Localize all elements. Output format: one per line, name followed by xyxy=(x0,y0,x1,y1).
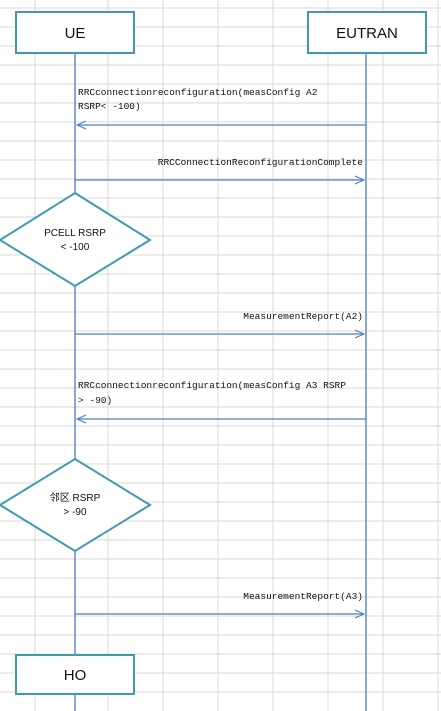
message-label: > -90) xyxy=(78,395,112,406)
ue-participant-box: UE xyxy=(15,11,135,54)
decision-pcell-rsrp: PCELL RSRP < -100 xyxy=(0,191,152,288)
decision-label: > -90 xyxy=(63,507,87,518)
message-measurement-report-a2: MeasurementReport(A2) xyxy=(75,311,364,334)
message-rrc-reconfig-complete: RRCConnectionReconfigurationComplete xyxy=(75,157,364,180)
decision-label: PCELL RSRP xyxy=(44,228,106,239)
handover-label: HO xyxy=(64,667,87,684)
eutran-participant-box: EUTRAN xyxy=(307,11,427,54)
message-measurement-report-a3: MeasurementReport(A3) xyxy=(75,591,364,614)
message-label: MeasurementReport(A2) xyxy=(243,311,363,322)
message-label: MeasurementReport(A3) xyxy=(243,591,363,602)
decision-label: 邻区 RSRP xyxy=(50,491,101,504)
message-label: RRCconnectionreconfiguration(measConfig … xyxy=(78,380,346,391)
message-label: RRCConnectionReconfigurationComplete xyxy=(158,157,364,168)
message-rrc-reconfig-a2: RRCconnectionreconfiguration(measConfig … xyxy=(77,87,366,125)
message-label: RSRP< -100) xyxy=(78,101,141,112)
ue-label: UE xyxy=(65,25,86,42)
decision-neighbor-rsrp: 邻区 RSRP > -90 xyxy=(0,457,152,553)
decision-label: < -100 xyxy=(61,242,90,253)
message-rrc-reconfig-a3: RRCconnectionreconfiguration(measConfig … xyxy=(77,380,366,419)
eutran-label: EUTRAN xyxy=(336,25,398,42)
handover-box: HO xyxy=(15,654,135,695)
message-label: RRCconnectionreconfiguration(measConfig … xyxy=(78,87,318,98)
